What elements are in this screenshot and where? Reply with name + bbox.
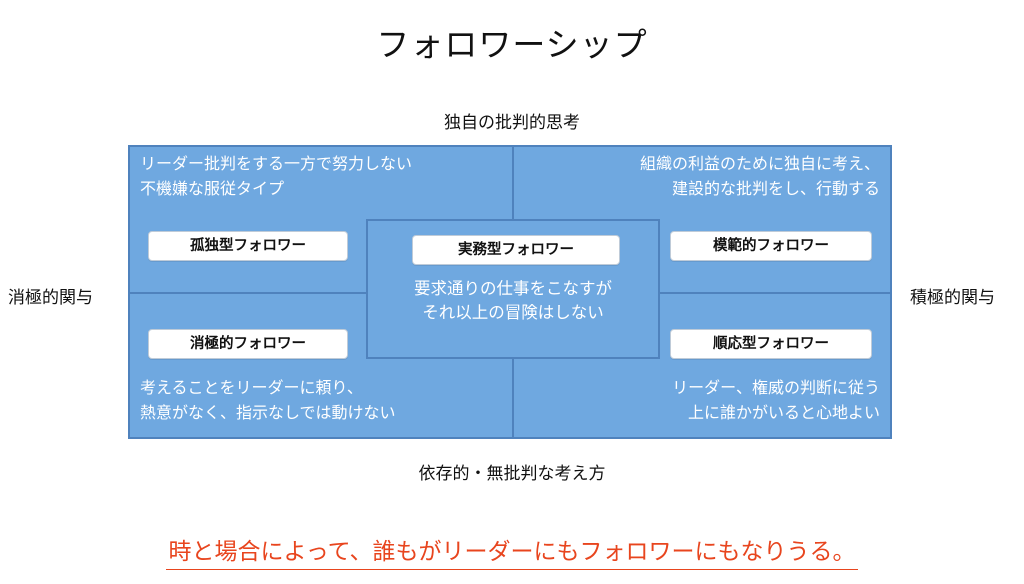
label-conformist-follower: 順応型フォロワー	[670, 329, 872, 359]
quadrant-bottom-right-line2: 上に誰かがいると心地よい	[687, 403, 880, 422]
center-line1: 要求通りの仕事をこなすが	[414, 279, 612, 298]
label-practical-follower: 実務型フォロワー	[412, 235, 620, 265]
center-line2: それ以上の冒険はしない	[422, 303, 604, 322]
page-title: フォロワーシップ	[376, 25, 648, 64]
quadrant-bottom-right-description: リーダー、権威の判断に従う 上に誰かがいると心地よい	[672, 375, 880, 425]
quadrant-top-left-line1: リーダー批判をする一方で努力しない	[140, 154, 413, 173]
center-box: 実務型フォロワー 要求通りの仕事をこなすが それ以上の冒険はしない	[366, 219, 660, 359]
quadrant-bottom-right-line1: リーダー、権威の判断に従う	[672, 378, 880, 397]
label-passive-follower: 消極的フォロワー	[148, 329, 348, 359]
axis-label-right: 積極的関与	[910, 288, 995, 308]
quadrant-top-right-description: 組織の利益のために独自に考え、 建設的な批判をし、行動する	[640, 151, 880, 201]
quadrant-bottom-left-line2: 熱意がなく、指示なしでは動けない	[140, 403, 396, 422]
quadrant-top-right-line2: 建設的な批判をし、行動する	[671, 179, 880, 198]
axis-label-bottom: 依存的・無批判な考え方	[418, 464, 606, 484]
quadrant-top-left-line2: 不機嫌な服従タイプ	[140, 179, 285, 198]
followership-matrix: リーダー批判をする一方で努力しない 不機嫌な服従タイプ 組織の利益のために独自に…	[128, 145, 892, 439]
footer-note: 時と場合によって、誰もがリーダーにもフォロワーにもなりうる。	[0, 536, 1024, 570]
center-description: 要求通りの仕事をこなすが それ以上の冒険はしない	[368, 277, 658, 325]
quadrant-top-left-description: リーダー批判をする一方で努力しない 不機嫌な服従タイプ	[140, 151, 412, 201]
quadrant-bottom-left-line1: 考えることをリーダーに頼り、	[140, 378, 363, 397]
quadrant-bottom-left-description: 考えることをリーダーに頼り、 熱意がなく、指示なしでは動けない	[140, 375, 396, 425]
quadrant-top-right-line1: 組織の利益のために独自に考え、	[639, 154, 880, 173]
footer-text: 時と場合によって、誰もがリーダーにもフォロワーにもなりうる。	[166, 536, 858, 570]
axis-label-top: 独自の批判的思考	[444, 113, 580, 133]
label-model-follower: 模範的フォロワー	[670, 231, 872, 261]
label-isolated-follower: 孤独型フォロワー	[148, 231, 348, 261]
axis-label-left: 消極的関与	[8, 288, 93, 308]
